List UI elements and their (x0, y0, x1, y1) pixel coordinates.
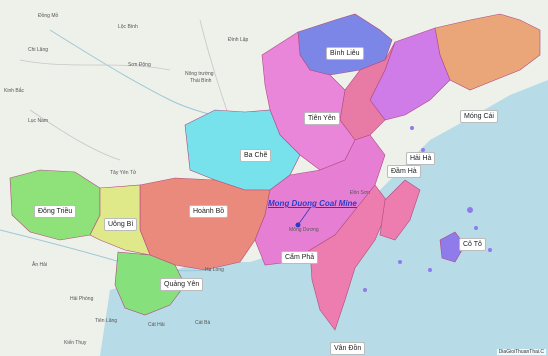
place-cat-ba: Cát Bà (195, 320, 211, 326)
place-tay-yen-tu: Tây Yên Tử (110, 170, 137, 176)
label-uong-bi[interactable]: Uông Bí (104, 218, 138, 231)
label-dam-ha[interactable]: Đầm Hà (387, 165, 421, 178)
place-chi-lang: Chi Lăng (28, 47, 49, 53)
label-hai-ha[interactable]: Hải Hà (406, 152, 436, 165)
place-an-hai: Ân Hải (32, 262, 48, 268)
place-kien-thuy: Kiến Thụy (64, 340, 87, 346)
place-kinh-bac: Kinh Bắc (4, 88, 25, 94)
label-cam-pha[interactable]: Cẩm Phả (281, 251, 319, 264)
place-don-son: Đồn Sơn (350, 190, 370, 196)
place-hai-phong: Hải Phòng (70, 296, 94, 302)
label-binh-lieu[interactable]: Bình Liêu (326, 47, 364, 60)
map-attribution: DiaGioiThuanThai.C (496, 349, 546, 355)
place-dinh-lap: Đình Lập (228, 37, 249, 43)
mine-marker-label[interactable]: Mong Duong Coal Mine (268, 199, 357, 208)
place-loc-binh: Lộc Bình (118, 24, 138, 30)
district-quang-yen[interactable] (114, 251, 186, 316)
sea-area (100, 80, 548, 356)
label-hoanh-bo[interactable]: Hoành Bồ (189, 205, 229, 218)
mine-marker-line (297, 207, 311, 226)
label-tien-yen[interactable]: Tiên Yên (304, 112, 340, 125)
district-co-to[interactable] (439, 231, 466, 263)
river (19, 19, 231, 161)
place-dong-mo: Đồng Mỏ (38, 13, 59, 19)
label-co-to[interactable]: Cô Tô (459, 238, 486, 251)
district-van-don-islands[interactable] (379, 179, 421, 241)
label-van-don[interactable]: Vân Đồn (330, 342, 366, 355)
label-ba-che[interactable]: Ba Chẽ (240, 149, 272, 162)
place-ha-long: Hạ Long (205, 267, 224, 273)
place-son-dong: Sơn Động (128, 62, 151, 68)
district-van-don[interactable] (309, 184, 391, 331)
place-nong-truong: Nông trường (185, 71, 214, 77)
label-dong-trieu[interactable]: Đông Triều (34, 205, 77, 218)
place-cat-hai: Cát Hải (148, 322, 165, 328)
label-quang-yen[interactable]: Quảng Yên (160, 278, 204, 291)
label-mong-cai[interactable]: Móng Cái (460, 110, 498, 123)
place-luc-nam: Lục Nam (28, 118, 49, 124)
place-mong-duong: Mông Dương (289, 227, 319, 233)
place-tien-lang: Tiên Lãng (95, 318, 118, 324)
islands (363, 126, 492, 292)
place-thai-binh: Thái Bình (190, 78, 212, 84)
